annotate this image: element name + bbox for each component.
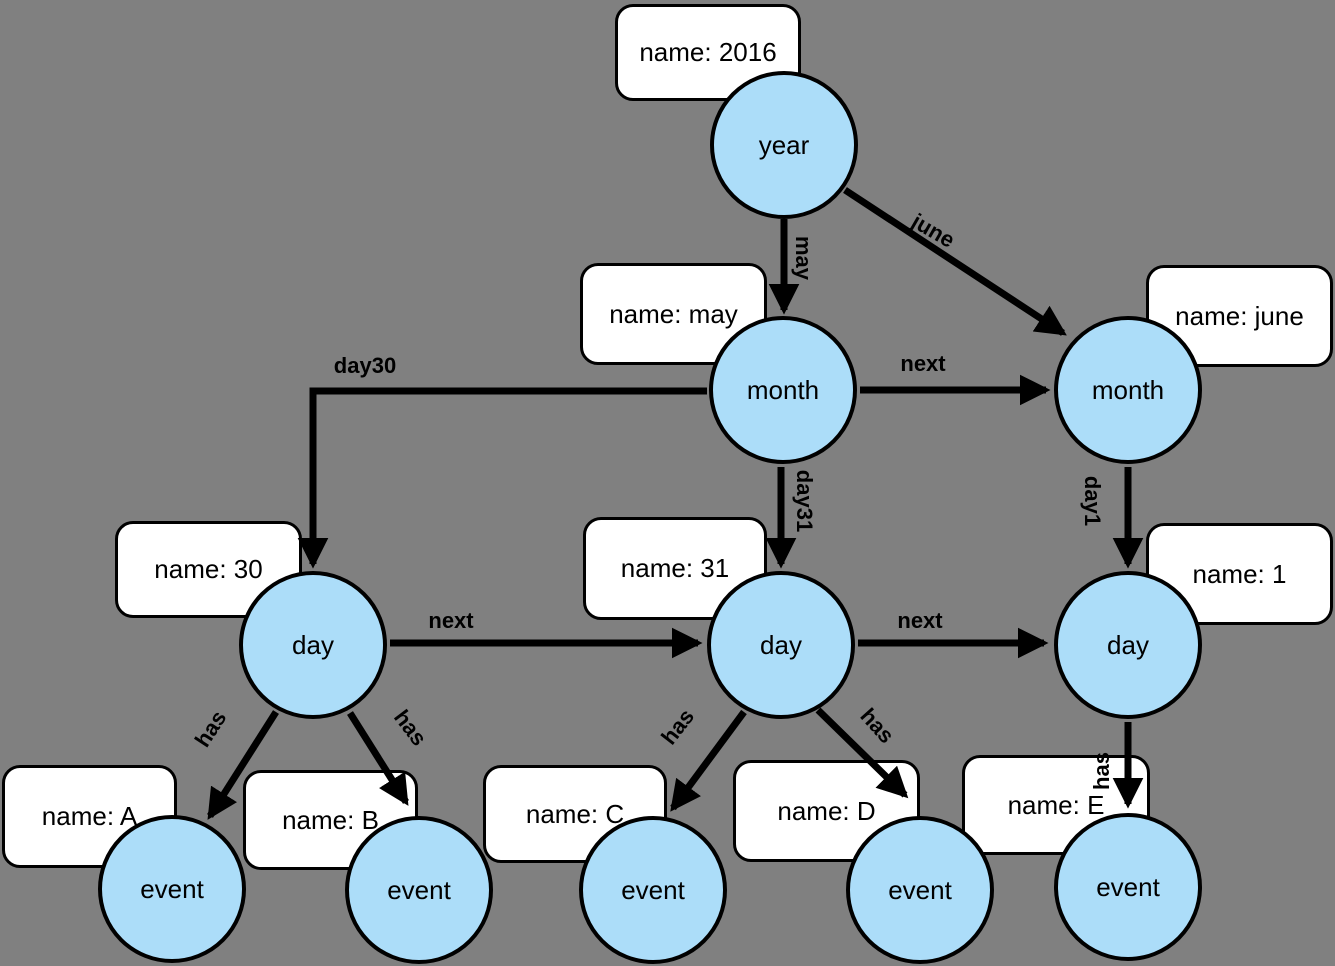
edge-day31-eventd-has <box>815 707 909 799</box>
node-label: day <box>760 629 802 660</box>
property-text: name: june <box>1175 300 1304 331</box>
property-text: name: 31 <box>620 553 730 583</box>
node-event-a: event <box>98 815 246 963</box>
edge-label-next-months: next <box>900 351 946 376</box>
node-label: month <box>746 374 820 405</box>
edge-label-next-day31-1: next <box>897 608 943 633</box>
node-event-b: event <box>345 816 493 964</box>
node-day-31: day <box>707 571 855 719</box>
edge-label-day31: day31 <box>792 469 817 533</box>
property-text: name: E <box>1007 789 1105 820</box>
edge-day30-eventa-has <box>207 710 279 820</box>
node-month-june: month <box>1054 316 1202 464</box>
node-day-1: day <box>1054 571 1202 719</box>
node-label: event <box>387 874 451 905</box>
property-text: name: 1 <box>1192 558 1287 589</box>
node-event-d: event <box>846 816 994 964</box>
edge-label-day30: day30 <box>333 353 397 378</box>
node-label: event <box>621 874 685 905</box>
edge-label-next-day30-31: next <box>428 608 474 633</box>
node-year: year <box>710 71 858 219</box>
edge-day30-eventb-has <box>347 711 409 806</box>
property-text: name: 2016 <box>639 37 777 67</box>
property-text: name: D <box>777 795 876 826</box>
node-label: month <box>1091 374 1165 405</box>
node-label: year <box>758 129 810 160</box>
edge-year-month-june <box>843 187 1067 336</box>
node-label: day <box>1107 629 1149 660</box>
node-label: day <box>292 629 334 660</box>
property-text: name: A <box>41 801 138 831</box>
property-text: name: C <box>525 798 625 829</box>
edge-day31-eventc-has <box>670 709 747 812</box>
property-text: name: B <box>282 804 379 835</box>
node-label: event <box>140 873 204 904</box>
node-month-may: month <box>709 316 857 464</box>
node-label: event <box>888 874 952 905</box>
node-label: event <box>1096 871 1160 902</box>
property-box-year: name: 2016 <box>615 4 801 101</box>
edge-label-may: may <box>791 235 816 281</box>
node-day-30: day <box>239 571 387 719</box>
property-box-event-c: name: C <box>483 765 667 863</box>
node-event-c: event <box>579 816 727 964</box>
property-text: name: may <box>609 298 738 329</box>
edge-label-has-e: has <box>1089 752 1114 790</box>
property-text: name: 30 <box>154 554 263 584</box>
edge-month-day30 <box>297 387 707 569</box>
edge-label-day1: day1 <box>1080 475 1105 527</box>
node-event-e: event <box>1054 813 1202 961</box>
